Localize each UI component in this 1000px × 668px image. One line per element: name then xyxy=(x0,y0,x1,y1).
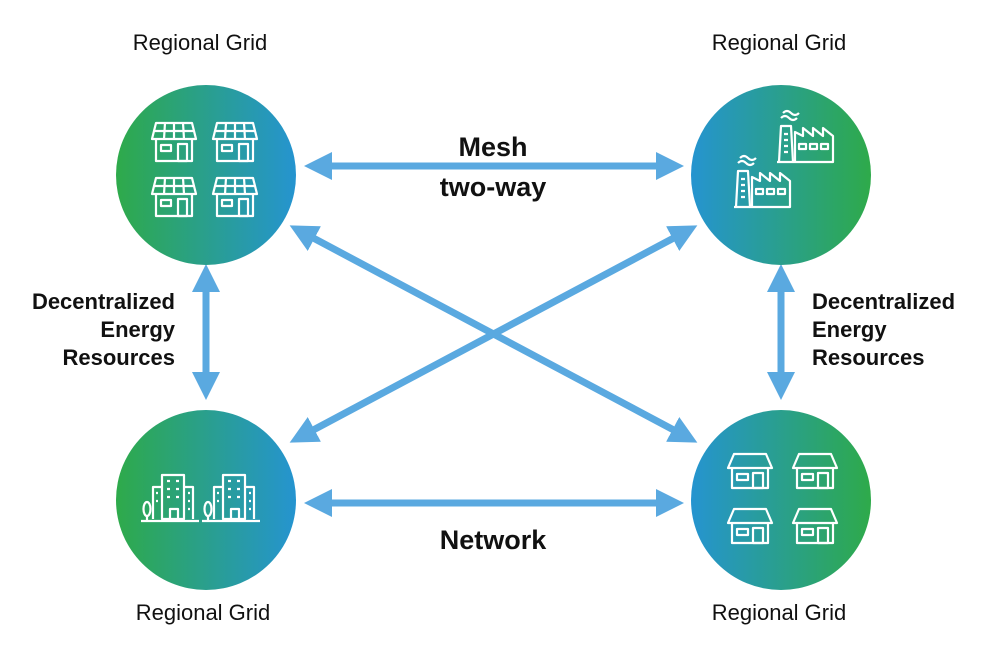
node-label-bottom-left: Regional Grid xyxy=(136,600,271,625)
node-label-top-right: Regional Grid xyxy=(712,30,847,55)
left-der-label-1: Decentralized xyxy=(32,289,175,314)
node-label-top-left: Regional Grid xyxy=(133,30,268,55)
left-der-label-2: Energy xyxy=(100,317,175,342)
left-der-label-3: Resources xyxy=(62,345,175,370)
node-top-left xyxy=(116,85,296,265)
two-way-label: two-way xyxy=(440,172,547,202)
node-bottom-right xyxy=(691,410,871,590)
mesh-label: Mesh xyxy=(458,132,527,162)
right-der-label-1: Decentralized xyxy=(812,289,955,314)
right-der-label-2: Energy xyxy=(812,317,887,342)
diagonal-arrow-bl-tr xyxy=(289,225,698,443)
node-label-bottom-right: Regional Grid xyxy=(712,600,847,625)
node-top-right xyxy=(691,85,871,265)
network-label: Network xyxy=(440,525,548,555)
node-bottom-left xyxy=(116,410,296,590)
right-der-label-3: Resources xyxy=(812,345,925,370)
